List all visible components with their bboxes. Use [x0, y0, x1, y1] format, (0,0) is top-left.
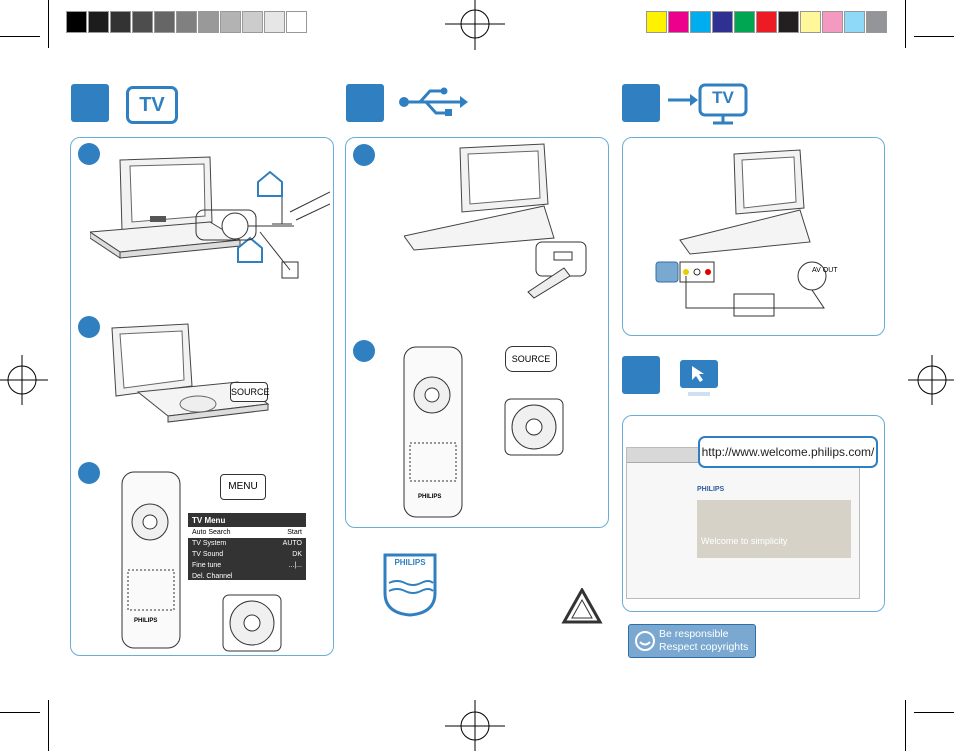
- dvd-player-illustration: [404, 142, 594, 302]
- color-swatch: [286, 11, 307, 33]
- tv-menu-row[interactable]: Del. Channel: [188, 571, 306, 582]
- house-icon: [258, 172, 282, 196]
- color-swatch: [800, 11, 821, 33]
- step-dot: [353, 340, 375, 362]
- step-square: [622, 84, 660, 122]
- av-out-label: AV OUT: [812, 267, 838, 274]
- registration-mark: [440, 700, 510, 751]
- step-dot: [78, 462, 100, 484]
- dvd-player-av-illustration: [654, 148, 854, 324]
- crop-mark: [905, 700, 906, 751]
- color-swatch: [646, 11, 667, 33]
- dvd-player-illustration: [90, 152, 330, 282]
- crop-mark: [0, 36, 40, 37]
- crop-mark: [914, 712, 954, 713]
- color-swatch: [844, 11, 865, 33]
- color-swatch: [66, 11, 87, 33]
- dpad-illustration: [504, 398, 566, 456]
- website-url-link[interactable]: http://www.welcome.philips.com/: [698, 436, 878, 468]
- usb-icon: [398, 86, 468, 118]
- step-dot: [78, 316, 100, 338]
- remote-brand: PHILIPS: [134, 618, 157, 624]
- color-swatch: [88, 11, 109, 33]
- color-swatch: [778, 11, 799, 33]
- color-swatch: [734, 11, 755, 33]
- color-swatch: [712, 11, 733, 33]
- registration-mark: [440, 0, 510, 50]
- recycle-icon: [560, 588, 604, 628]
- registration-mark: [0, 350, 50, 410]
- crop-mark: [48, 700, 49, 751]
- crop-mark: [0, 712, 40, 713]
- house-icon: [238, 238, 262, 262]
- menu-button[interactable]: MENU: [220, 474, 266, 500]
- site-hero-image: [697, 500, 851, 558]
- color-swatch: [264, 11, 285, 33]
- color-swatch: [822, 11, 843, 33]
- step-square: [71, 84, 109, 122]
- remote-brand: PHILIPS: [418, 494, 441, 500]
- source-button[interactable]: SOURCE: [230, 382, 268, 402]
- color-swatch: [154, 11, 175, 33]
- color-swatch: [220, 11, 241, 33]
- crop-mark: [48, 0, 49, 48]
- color-swatch: [668, 11, 689, 33]
- step-square: [346, 84, 384, 122]
- tv-icon: TV: [126, 86, 178, 124]
- site-logo: PHILIPS: [697, 486, 724, 493]
- browser-screenshot: PHILIPS Welcome to simplicity: [626, 447, 860, 599]
- monitor-cursor-icon: [678, 358, 722, 400]
- color-swatch: [242, 11, 263, 33]
- dpad-illustration: [222, 594, 282, 652]
- remote-control-illustration: [120, 470, 184, 652]
- step-dot: [353, 144, 375, 166]
- color-swatch: [690, 11, 711, 33]
- philips-logo-text: PHILIPS: [389, 558, 431, 567]
- color-swatch: [198, 11, 219, 33]
- color-swatch: [132, 11, 153, 33]
- color-swatch: [866, 11, 887, 33]
- step-square: [622, 356, 660, 394]
- crop-mark: [914, 36, 954, 37]
- be-responsible-text: Be responsible: [659, 628, 728, 640]
- color-swatch: [756, 11, 777, 33]
- dvd-player-illustration: [98, 322, 318, 440]
- smile-circle-icon: [634, 630, 656, 652]
- color-swatch: [110, 11, 131, 33]
- tv-menu-row[interactable]: Fine tune...|...: [188, 560, 306, 571]
- tv-menu-title: TV Menu: [188, 513, 306, 527]
- site-caption: Welcome to simplicity: [701, 536, 787, 546]
- color-swatch: [176, 11, 197, 33]
- crop-mark: [905, 0, 906, 48]
- be-responsible-badge: Be responsible Respect copyrights: [628, 624, 756, 658]
- registration-mark: [904, 350, 954, 410]
- source-button[interactable]: SOURCE: [505, 346, 557, 372]
- respect-copyrights-text: Respect copyrights: [659, 641, 748, 653]
- tv-out-label: TV: [700, 88, 746, 108]
